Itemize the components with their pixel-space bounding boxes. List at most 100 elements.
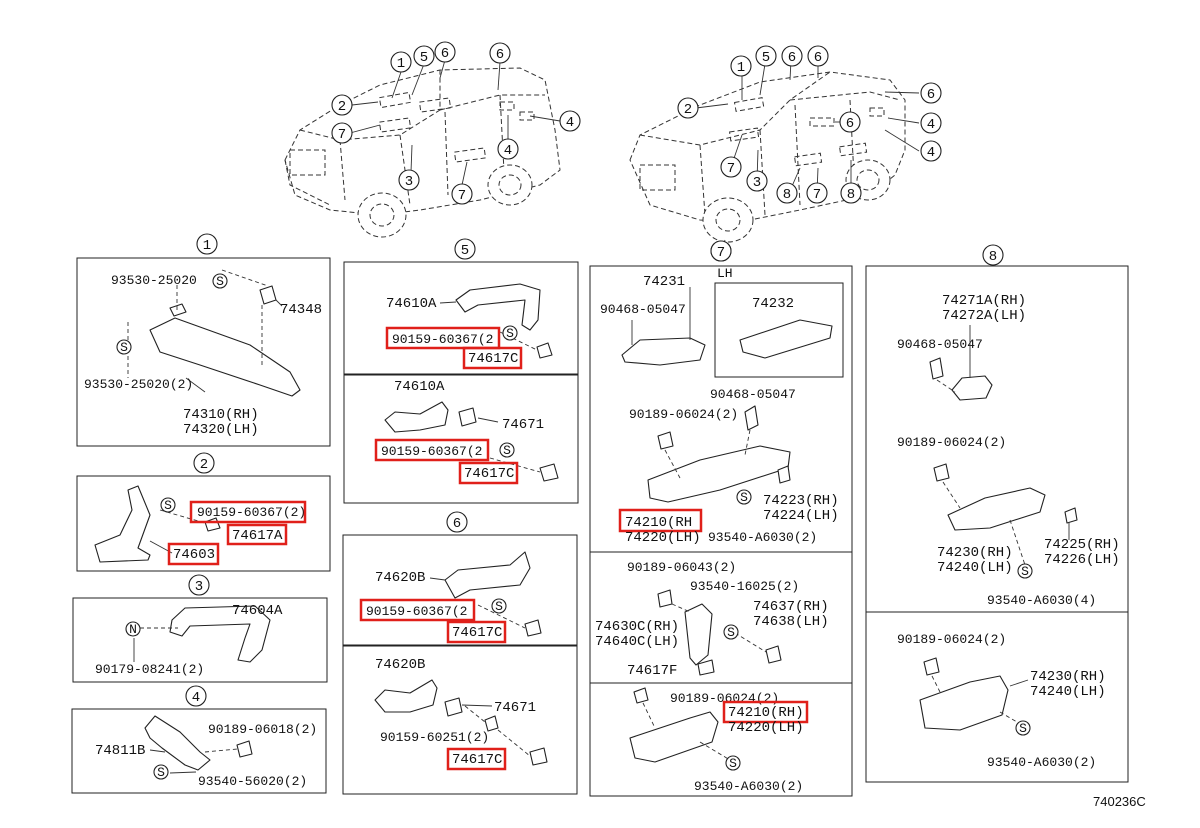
part-74240-lh: 74240(LH) xyxy=(937,560,1013,576)
svg-text:6: 6 xyxy=(496,47,504,63)
part-74617c: 74617C xyxy=(452,625,502,641)
s-symbol: S xyxy=(723,624,739,640)
callout-5-right: 5 xyxy=(755,45,777,67)
armrest-pad-part xyxy=(739,319,833,359)
section-1: 1 93530-25020 74348 S S 93530-25020(2) 7… xyxy=(76,233,331,447)
part-90468-05047: 90468-05047 xyxy=(600,302,686,317)
part-74210-rh: 74210(RH xyxy=(625,515,692,531)
part-74610a: 74610A xyxy=(386,296,437,312)
n-symbol: N xyxy=(125,621,141,637)
assist-grip-part xyxy=(169,605,271,663)
svg-text:7: 7 xyxy=(717,245,725,261)
svg-text:S: S xyxy=(503,443,511,458)
section-3: 3 74604A N 90179-08241(2) xyxy=(72,574,328,683)
svg-text:S: S xyxy=(120,340,128,355)
s-symbol: S xyxy=(116,339,132,355)
part-90159-60251: 90159-60251(2) xyxy=(380,730,489,745)
section-2: 2 S 90159-60367(2) 74617A 74603 xyxy=(76,452,331,572)
part-93540-16025: 93540-16025(2) xyxy=(690,579,799,594)
s-symbol: S xyxy=(499,442,515,458)
callout-6-right-c: 6 xyxy=(920,82,942,104)
svg-text:S: S xyxy=(164,498,172,513)
armrest-part xyxy=(684,603,713,666)
part-93540-a6030: 93540-A6030(2) xyxy=(708,530,817,545)
part-74231: 74231 xyxy=(643,274,685,290)
svg-text:5: 5 xyxy=(762,50,770,66)
svg-text:6: 6 xyxy=(453,516,461,532)
callout-4-right-b: 4 xyxy=(920,140,942,162)
svg-text:S: S xyxy=(216,274,224,289)
section-5: 5 74610A S 90159-60367(2 74617C 74610A 7… xyxy=(343,238,579,504)
part-74348: 74348 xyxy=(280,302,322,318)
svg-text:7: 7 xyxy=(338,127,346,143)
part-90159-60367-b: 90159-60367(2 xyxy=(381,444,482,459)
part-90189-06043: 90189-06043(2) xyxy=(627,560,736,575)
svg-text:6: 6 xyxy=(814,50,822,66)
svg-text:3: 3 xyxy=(753,175,761,191)
part-93540-a6030-4: 93540-A6030(4) xyxy=(987,593,1096,608)
part-74620b-b: 74620B xyxy=(375,657,425,673)
part-74617c-b: 74617C xyxy=(464,466,514,482)
callout-7-right: 7 xyxy=(720,156,742,178)
section-4-title: 4 xyxy=(185,685,207,707)
part-74637-rh: 74637(RH) xyxy=(753,599,829,615)
svg-text:7: 7 xyxy=(727,161,735,177)
section-3-title: 3 xyxy=(188,574,210,596)
callout-4-right: 4 xyxy=(920,112,942,134)
svg-text:6: 6 xyxy=(788,50,796,66)
svg-text:6: 6 xyxy=(846,116,854,132)
part-90159-60367: 90159-60367(2 xyxy=(366,604,467,619)
svg-text:S: S xyxy=(740,490,748,505)
callout-6-right-d: 6 xyxy=(839,111,861,133)
part-74604a: 74604A xyxy=(232,603,283,619)
assist-grip-part xyxy=(384,401,449,433)
part-74224-lh: 74224(LH) xyxy=(763,508,839,524)
svg-text:5: 5 xyxy=(461,243,469,259)
svg-text:S: S xyxy=(495,599,503,614)
svg-text:S: S xyxy=(729,756,737,771)
callout-1-right: 1 xyxy=(730,55,752,77)
part-93540-56020: 93540-56020(2) xyxy=(198,774,307,789)
part-90468-05047: 90468-05047 xyxy=(897,337,983,352)
svg-text:3: 3 xyxy=(405,174,413,190)
svg-text:4: 4 xyxy=(927,145,935,161)
part-74320-lh: 74320(LH) xyxy=(183,422,259,438)
lh-label: LH xyxy=(717,266,733,281)
part-74220-lh: 74220(LH) xyxy=(625,530,701,546)
svg-text:3: 3 xyxy=(195,579,203,595)
part-74210-rh-b: 74210(RH) xyxy=(728,705,804,721)
svg-text:1: 1 xyxy=(737,60,745,76)
callout-4-left: 4 xyxy=(559,110,581,132)
svg-text:S: S xyxy=(506,326,514,341)
assist-grip-part xyxy=(94,485,151,563)
sun-visor-part xyxy=(149,317,301,397)
part-90159-60367: 90159-60367(2 xyxy=(392,332,493,347)
section-1-title: 1 xyxy=(196,233,218,255)
part-74610a-b: 74610A xyxy=(394,379,445,395)
assist-grip-part xyxy=(455,283,541,331)
callout-2-left: 2 xyxy=(331,94,353,116)
part-74226-lh: 74226(LH) xyxy=(1044,552,1120,568)
svg-text:6: 6 xyxy=(927,87,935,103)
s-symbol: S xyxy=(502,325,518,341)
part-74272a-lh: 74272A(LH) xyxy=(942,308,1026,324)
part-74310-rh: 74310(RH) xyxy=(183,407,259,423)
part-90189-06018: 90189-06018(2) xyxy=(208,722,317,737)
svg-text:8: 8 xyxy=(783,187,791,203)
armrest-pad-part xyxy=(951,375,993,401)
part-74617c-b: 74617C xyxy=(452,752,502,768)
callout-3-right: 3 xyxy=(746,170,768,192)
section-6-title: 6 xyxy=(446,511,468,533)
armrest-part xyxy=(629,711,719,763)
svg-text:N: N xyxy=(129,622,137,637)
vehicle-right-illustration xyxy=(629,59,920,252)
section-7: 7 LH 74231 74232 90468-05047 90468-05047… xyxy=(589,240,853,797)
callout-1-left: 1 xyxy=(390,51,412,73)
s-symbol: S xyxy=(212,273,228,289)
section-6: 6 74620B S 90159-60367(2 74617C 74620B 7… xyxy=(342,511,578,795)
part-74603: 74603 xyxy=(173,547,215,563)
svg-text:4: 4 xyxy=(927,117,935,133)
figure-code: 740236C xyxy=(1093,794,1146,809)
part-74271a-rh: 74271A(RH) xyxy=(942,293,1026,309)
svg-text:S: S xyxy=(1021,564,1029,579)
